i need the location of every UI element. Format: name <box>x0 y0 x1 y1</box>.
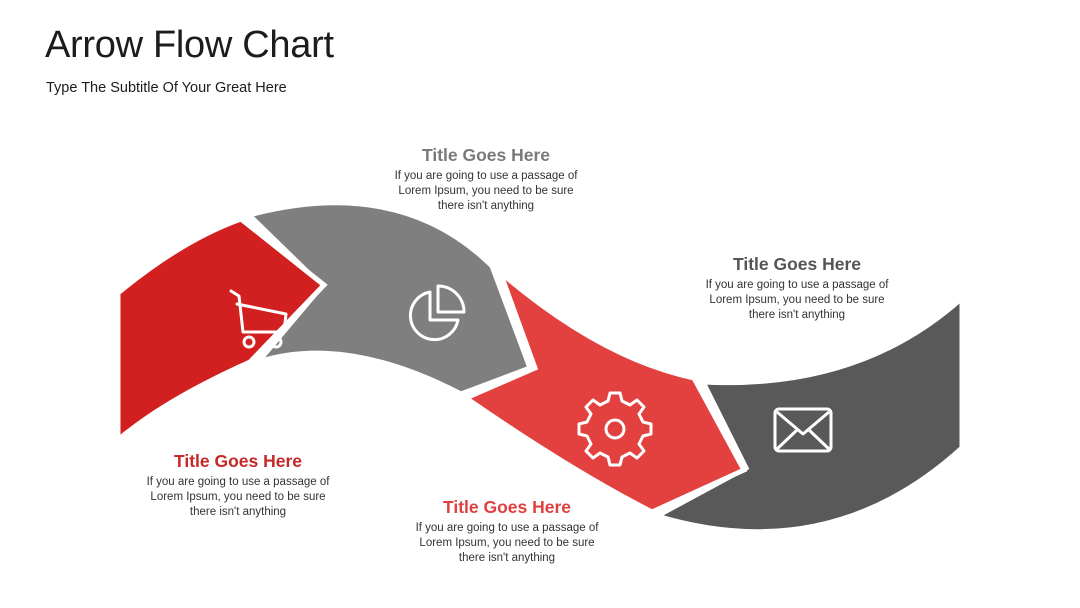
step-4-body-line: there isn't anything <box>748 309 846 321</box>
step-3-title: Title Goes Here <box>442 497 572 517</box>
flow-segment-3 <box>460 263 748 515</box>
step-3-body-line: If you are going to use a passage of <box>415 522 599 534</box>
step-1-body-line: Lorem Ipsum, you need to be sure <box>150 491 326 503</box>
flow-segment-4 <box>650 292 965 535</box>
step-2-caption: Title Goes Here If you are going to use … <box>371 145 601 214</box>
step-1-body-line: there isn't anything <box>189 506 287 518</box>
step-3-caption: Title Goes Here If you are going to use … <box>392 497 622 566</box>
step-2-body-line: Lorem Ipsum, you need to be sure <box>398 185 574 197</box>
step-1-title: Title Goes Here <box>173 451 303 471</box>
envelope-icon <box>773 407 833 453</box>
step-1-body: If you are going to use a passage of Lor… <box>123 475 353 520</box>
gear-icon <box>577 391 653 467</box>
step-3-body-line: Lorem Ipsum, you need to be sure <box>419 537 595 549</box>
page-subtitle: Type The Subtitle Of Your Great Here <box>46 80 287 96</box>
step-2-body: If you are going to use a passage of Lor… <box>371 169 601 214</box>
flow-segment-2 <box>244 200 534 397</box>
step-4-body: If you are going to use a passage of Lor… <box>682 278 912 323</box>
step-2-body-line: If you are going to use a passage of <box>394 170 578 182</box>
step-3-body: If you are going to use a passage of Lor… <box>392 521 622 566</box>
shopping-cart-icon <box>229 289 288 349</box>
step-3-body-line: there isn't anything <box>458 552 556 564</box>
step-1-caption: Title Goes Here If you are going to use … <box>123 451 353 520</box>
step-4-caption: Title Goes Here If you are going to use … <box>682 254 912 323</box>
step-4-body-line: If you are going to use a passage of <box>705 279 889 291</box>
step-1-body-line: If you are going to use a passage of <box>146 476 330 488</box>
flow-segment-1 <box>115 216 328 446</box>
pie-chart-icon <box>408 284 466 342</box>
step-4-body-line: Lorem Ipsum, you need to be sure <box>709 294 885 306</box>
step-4-title: Title Goes Here <box>732 254 862 274</box>
page-title: Arrow Flow Chart <box>45 24 334 66</box>
step-2-title: Title Goes Here <box>421 145 551 165</box>
step-2-body-line: there isn't anything <box>437 200 535 212</box>
